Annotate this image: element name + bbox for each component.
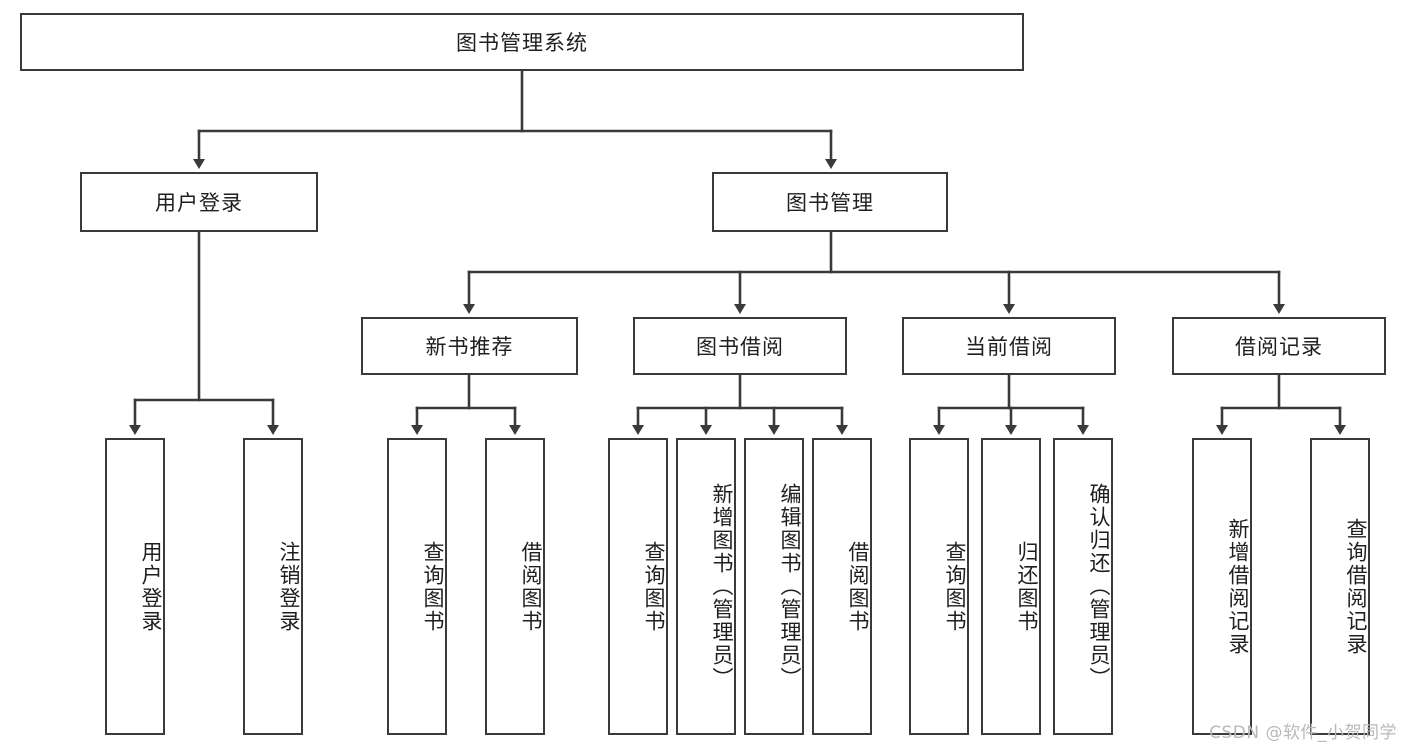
- node-leaf-user-login-label: 用户登录: [139, 540, 163, 633]
- node-leaf-query-record-label: 查询借阅记录: [1344, 517, 1368, 656]
- node-leaf-add-record[interactable]: 新增借阅记录: [1192, 438, 1252, 735]
- node-user-login-label: 用户登录: [155, 191, 243, 215]
- node-root-label: 图书管理系统: [456, 31, 588, 55]
- node-book-borrow[interactable]: 图书借阅: [633, 317, 847, 375]
- node-book-borrow-label: 图书借阅: [696, 335, 784, 359]
- node-book-manage-label: 图书管理: [786, 191, 874, 215]
- node-leaf-borrow-book-1[interactable]: 借阅图书: [485, 438, 545, 735]
- node-leaf-logout[interactable]: 注销登录: [243, 438, 303, 735]
- node-leaf-add-book-label: 新增图书（管理员）: [710, 483, 734, 690]
- node-leaf-borrow-book-2[interactable]: 借阅图书: [812, 438, 872, 735]
- node-current-borrow-label: 当前借阅: [965, 335, 1053, 359]
- node-leaf-logout-label: 注销登录: [277, 540, 301, 633]
- node-new-book-rec[interactable]: 新书推荐: [361, 317, 578, 375]
- node-user-login[interactable]: 用户登录: [80, 172, 318, 232]
- node-borrow-record[interactable]: 借阅记录: [1172, 317, 1386, 375]
- node-leaf-edit-book-label: 编辑图书（管理员）: [778, 483, 802, 690]
- node-leaf-return-book-label: 归还图书: [1015, 540, 1039, 633]
- node-leaf-query-book-1-label: 查询图书: [421, 540, 445, 633]
- node-leaf-borrow-book-2-label: 借阅图书: [846, 540, 870, 633]
- node-leaf-add-record-label: 新增借阅记录: [1226, 517, 1250, 656]
- node-root[interactable]: 图书管理系统: [20, 13, 1024, 71]
- node-leaf-query-book-3-label: 查询图书: [943, 540, 967, 633]
- node-new-book-rec-label: 新书推荐: [425, 335, 514, 359]
- node-leaf-return-book[interactable]: 归还图书: [981, 438, 1041, 735]
- node-leaf-query-record[interactable]: 查询借阅记录: [1310, 438, 1370, 735]
- node-leaf-edit-book[interactable]: 编辑图书（管理员）: [744, 438, 804, 735]
- node-leaf-user-login[interactable]: 用户登录: [105, 438, 165, 735]
- node-leaf-query-book-1[interactable]: 查询图书: [387, 438, 447, 735]
- node-leaf-query-book-2-label: 查询图书: [642, 540, 666, 633]
- node-book-manage[interactable]: 图书管理: [712, 172, 948, 232]
- node-current-borrow[interactable]: 当前借阅: [902, 317, 1116, 375]
- node-leaf-confirm-return[interactable]: 确认归还（管理员）: [1053, 438, 1113, 735]
- watermark-text: CSDN @软件_小贺同学: [1209, 723, 1397, 743]
- node-leaf-add-book[interactable]: 新增图书（管理员）: [676, 438, 736, 735]
- node-leaf-borrow-book-1-label: 借阅图书: [519, 540, 543, 633]
- node-leaf-query-book-2[interactable]: 查询图书: [608, 438, 668, 735]
- node-leaf-query-book-3[interactable]: 查询图书: [909, 438, 969, 735]
- node-leaf-confirm-return-label: 确认归还（管理员）: [1087, 483, 1111, 690]
- node-borrow-record-label: 借阅记录: [1235, 335, 1323, 359]
